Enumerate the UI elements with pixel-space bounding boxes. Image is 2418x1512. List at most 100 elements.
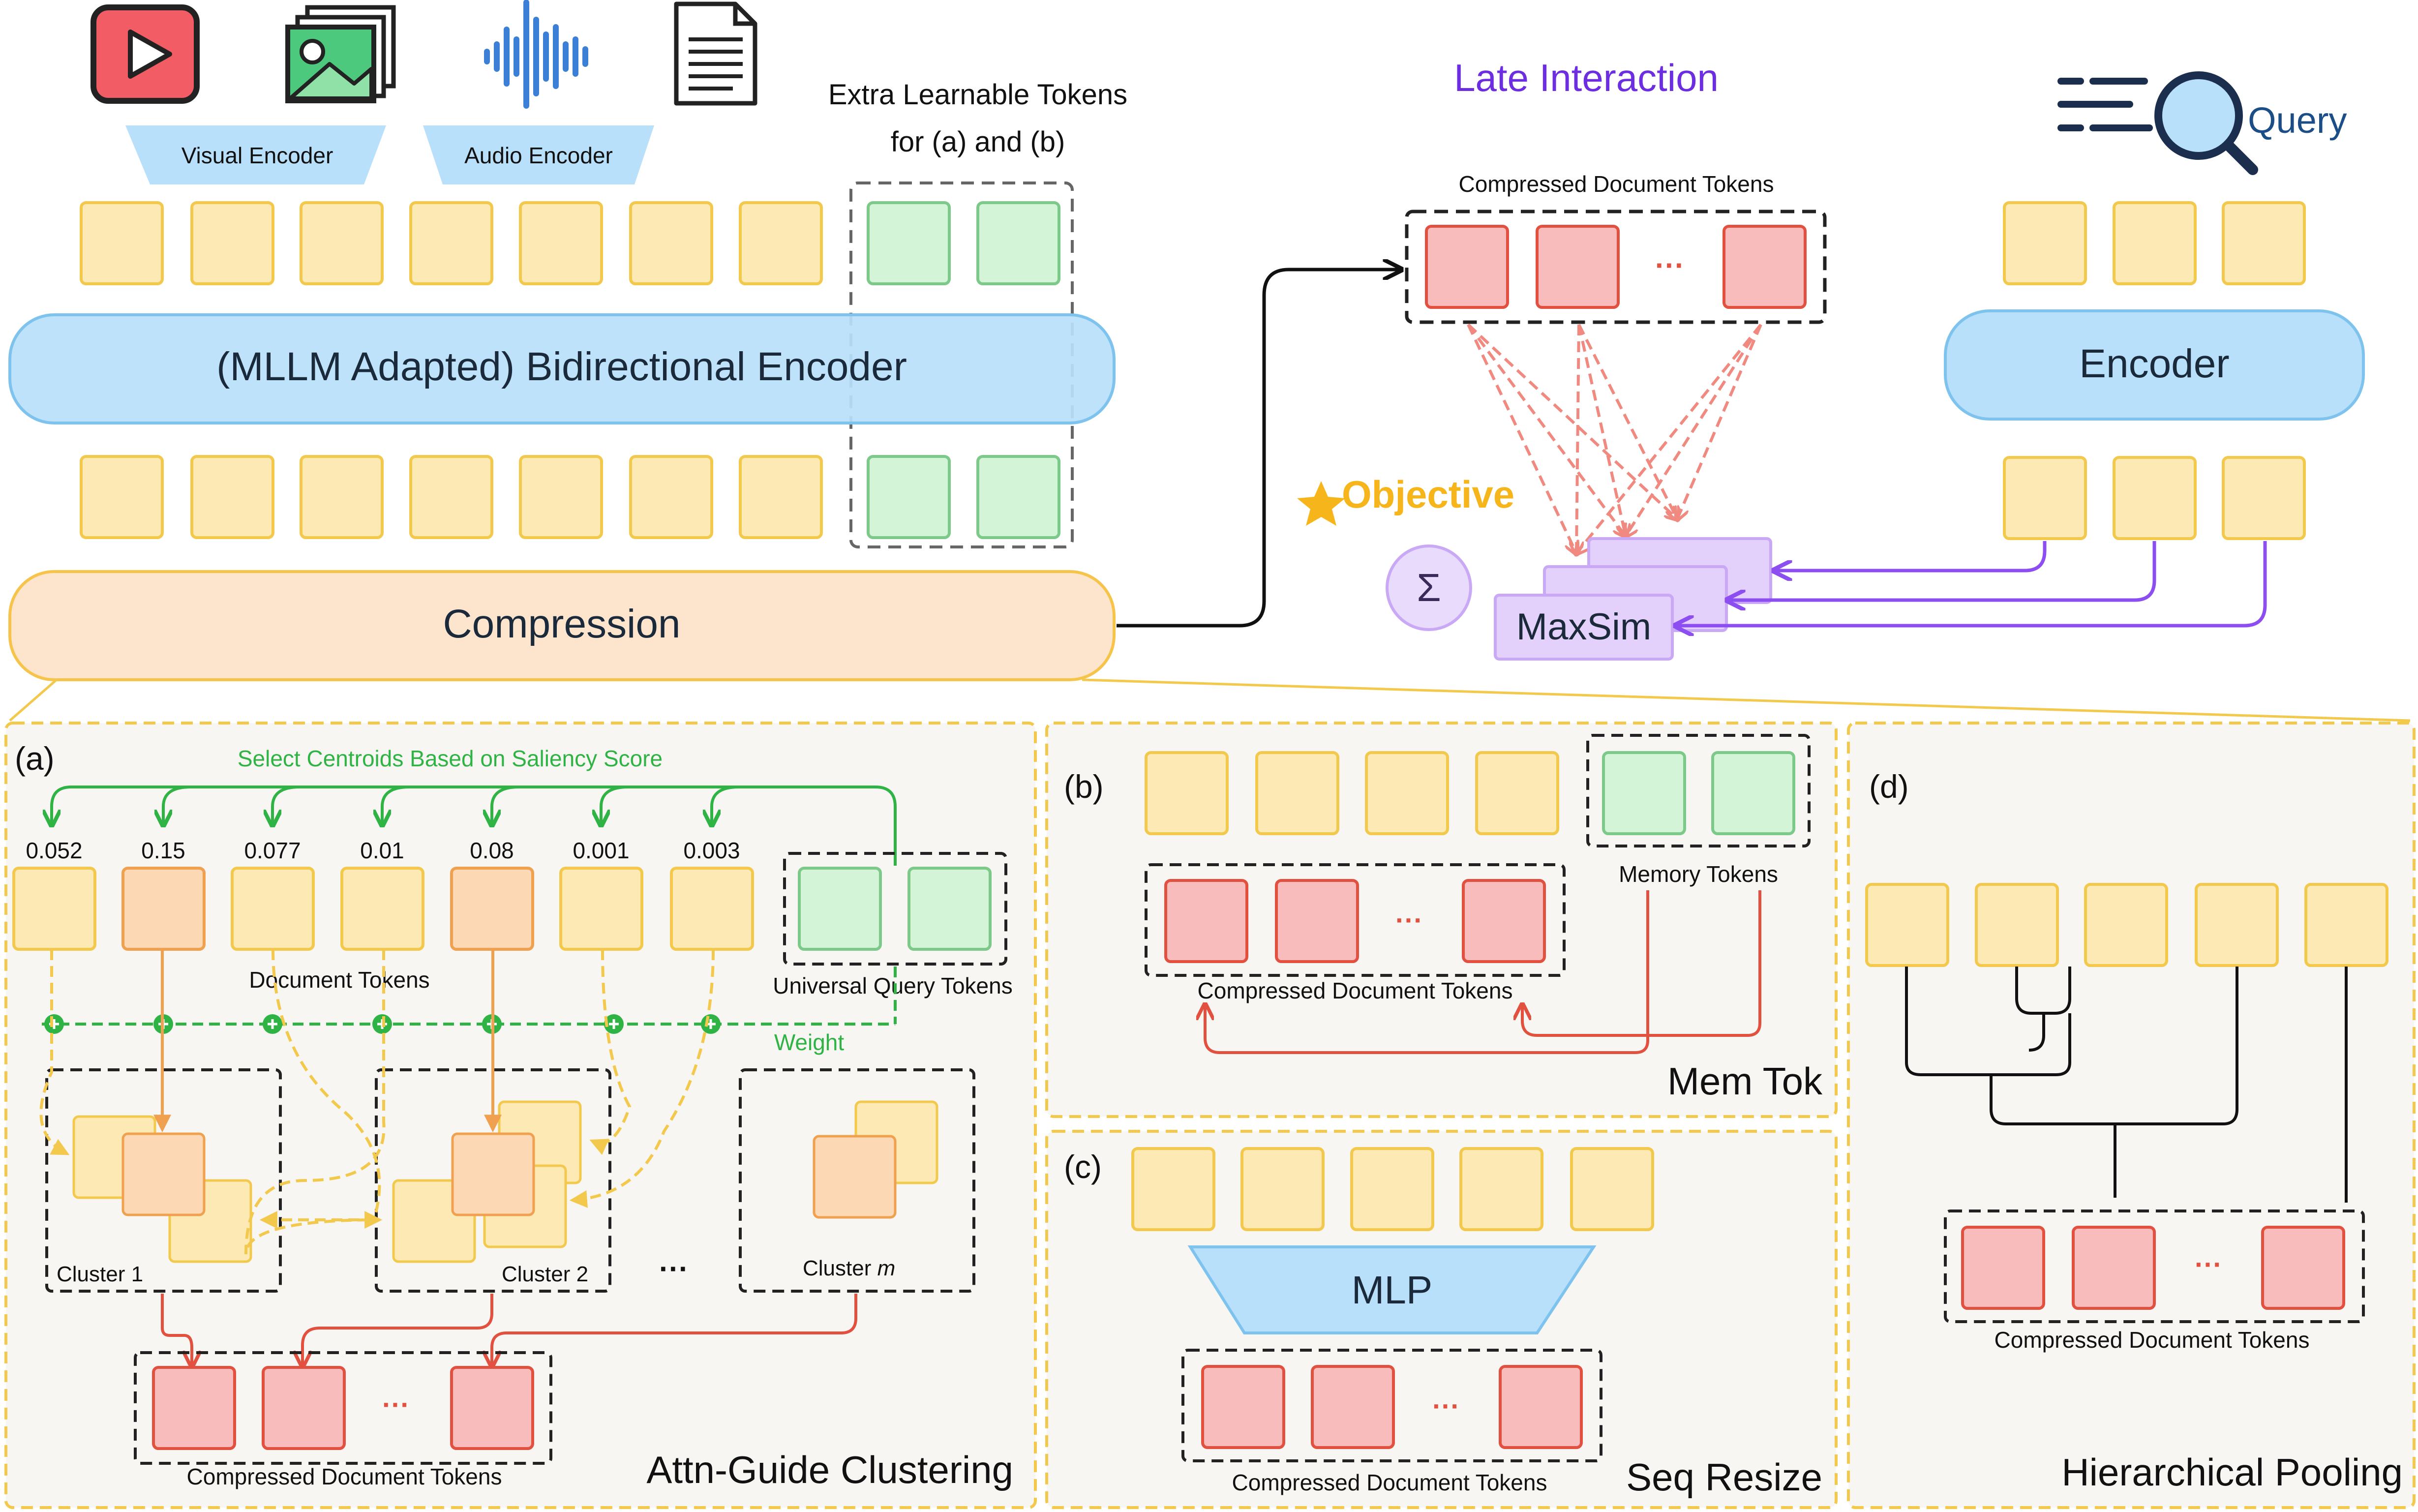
d-ellipsis: ··· bbox=[2195, 1249, 2222, 1280]
maxsim-stack: MaxSim bbox=[1494, 537, 1772, 661]
weight-plus-icon bbox=[44, 1014, 64, 1034]
query-input-token bbox=[2222, 201, 2306, 285]
document-token bbox=[340, 867, 424, 951]
c-compressed-label: Compressed Document Tokens bbox=[1232, 1470, 1547, 1495]
a-compressed-label: Compressed Document Tokens bbox=[187, 1464, 502, 1489]
zoom-guide-lines bbox=[9, 678, 2411, 722]
compression-label: Compression bbox=[443, 602, 680, 646]
cluster-m-box bbox=[739, 1068, 975, 1293]
centroid-selection-arrow bbox=[601, 786, 629, 824]
d-compressed-token bbox=[1961, 1226, 2045, 1310]
c-document-token bbox=[1240, 1147, 1325, 1231]
document-token bbox=[121, 867, 206, 951]
visual-encoder-label: Visual Encoder bbox=[181, 143, 333, 168]
cluster-2-label: Cluster 2 bbox=[502, 1262, 588, 1286]
document-token bbox=[670, 867, 754, 951]
document-icon bbox=[674, 1, 757, 106]
input-token bbox=[80, 201, 164, 285]
query-output-token bbox=[2003, 456, 2087, 540]
panel-c-title: Seq Resize bbox=[1626, 1455, 1822, 1499]
panel-d-title: Hierarchical Pooling bbox=[2061, 1451, 2403, 1494]
saliency-score: 0.01 bbox=[360, 838, 404, 863]
panel-b: (b) Memory Tokens ··· Compressed Documen… bbox=[1064, 734, 1823, 1103]
image-stack-icon bbox=[285, 5, 396, 103]
memory-token bbox=[1602, 751, 1686, 835]
c-compressed-token bbox=[1499, 1365, 1583, 1449]
panel-b-title: Mem Tok bbox=[1667, 1059, 1823, 1103]
star-icon bbox=[1297, 481, 1345, 526]
li-compressed-token bbox=[1425, 225, 1509, 309]
weight-label: Weight bbox=[774, 1029, 845, 1055]
late-interaction-links bbox=[1467, 323, 1762, 553]
input-token bbox=[190, 201, 274, 285]
sum-circle: Σ bbox=[1386, 544, 1472, 631]
output-token bbox=[629, 455, 713, 539]
input-token bbox=[629, 201, 713, 285]
output-token bbox=[409, 455, 493, 539]
audio-encoder: Audio Encoder bbox=[423, 125, 654, 184]
panel-a-title: Attn-Guide Clustering bbox=[646, 1448, 1013, 1491]
input-token bbox=[519, 201, 603, 285]
query-token-row-in bbox=[2003, 201, 2306, 285]
output-token bbox=[190, 455, 274, 539]
b-document-token bbox=[1475, 751, 1559, 835]
document-token bbox=[450, 867, 534, 951]
compression-block: Compression bbox=[8, 570, 1116, 681]
d-compressed-token bbox=[2072, 1226, 2156, 1310]
saliency-score: 0.15 bbox=[141, 838, 185, 863]
b-compressed-box bbox=[1145, 863, 1566, 977]
document-token bbox=[231, 867, 315, 951]
saliency-score: 0.001 bbox=[573, 838, 629, 863]
panel-c: (c) MLP ··· Compressed Document Tokens S… bbox=[1064, 1147, 1822, 1499]
query-search-icon bbox=[2057, 71, 2258, 175]
query-output-token bbox=[2113, 456, 2197, 540]
memory-tokens-label: Memory Tokens bbox=[1619, 861, 1778, 887]
memory-tokens-box bbox=[1586, 734, 1811, 847]
extra-learnable-token bbox=[976, 201, 1060, 285]
query-output-token bbox=[2222, 456, 2306, 540]
document-token bbox=[12, 867, 96, 951]
li-compressed-label: Compressed Document Tokens bbox=[1459, 171, 1774, 197]
c-document-token bbox=[1459, 1147, 1543, 1231]
query-input-token bbox=[2003, 201, 2087, 285]
cluster-ellipsis: ··· bbox=[659, 1252, 689, 1285]
saliency-score: 0.077 bbox=[244, 838, 301, 863]
query-label: Query bbox=[2248, 100, 2347, 141]
li-compressed-box bbox=[1405, 210, 1827, 324]
memory-token bbox=[1711, 751, 1795, 835]
d-compressed-box bbox=[1944, 1210, 2365, 1323]
d-compressed-label: Compressed Document Tokens bbox=[1995, 1327, 2310, 1353]
input-token bbox=[409, 201, 493, 285]
d-document-token bbox=[2084, 883, 2168, 967]
b-ellipsis: ··· bbox=[1395, 905, 1423, 936]
d-document-token bbox=[1865, 883, 1949, 967]
input-token bbox=[739, 201, 823, 285]
c-compressed-box bbox=[1181, 1349, 1602, 1462]
extra-learnable-token bbox=[867, 201, 951, 285]
panel-a: (a) Select Centroids Based on Saliency S… bbox=[12, 740, 1013, 1491]
weight-plus-icon bbox=[263, 1014, 282, 1034]
li-ellipsis: ··· bbox=[1655, 249, 1685, 282]
output-token-row bbox=[80, 455, 1060, 539]
output-token bbox=[739, 455, 823, 539]
d-document-token bbox=[2195, 883, 2279, 967]
mlp-block bbox=[1187, 1245, 1597, 1334]
c-compressed-token bbox=[1201, 1365, 1285, 1449]
objective-label: Objective bbox=[1297, 473, 1514, 526]
panel-b-tag: (b) bbox=[1064, 768, 1104, 805]
audio-waveform-icon bbox=[484, 0, 588, 109]
b-document-token bbox=[1365, 751, 1449, 835]
mlp-label: MLP bbox=[1352, 1268, 1433, 1312]
c-ellipsis: ··· bbox=[1432, 1391, 1460, 1421]
output-token bbox=[519, 455, 603, 539]
centroid-selection-arrow bbox=[272, 786, 300, 824]
extra-tokens-label-line2: for (a) and (b) bbox=[891, 126, 1065, 158]
panel-d-tag: (d) bbox=[1869, 768, 1909, 805]
universal-query-label: Universal Query Tokens bbox=[773, 973, 1012, 998]
bidirectional-encoder: (MLLM Adapted) Bidirectional Encoder bbox=[8, 313, 1116, 424]
cluster-1-label: Cluster 1 bbox=[57, 1262, 143, 1286]
centroid-selection-arrow bbox=[492, 786, 519, 824]
input-token bbox=[300, 201, 384, 285]
select-centroids-label: Select Centroids Based on Saliency Score bbox=[238, 746, 663, 771]
document-token bbox=[559, 867, 643, 951]
